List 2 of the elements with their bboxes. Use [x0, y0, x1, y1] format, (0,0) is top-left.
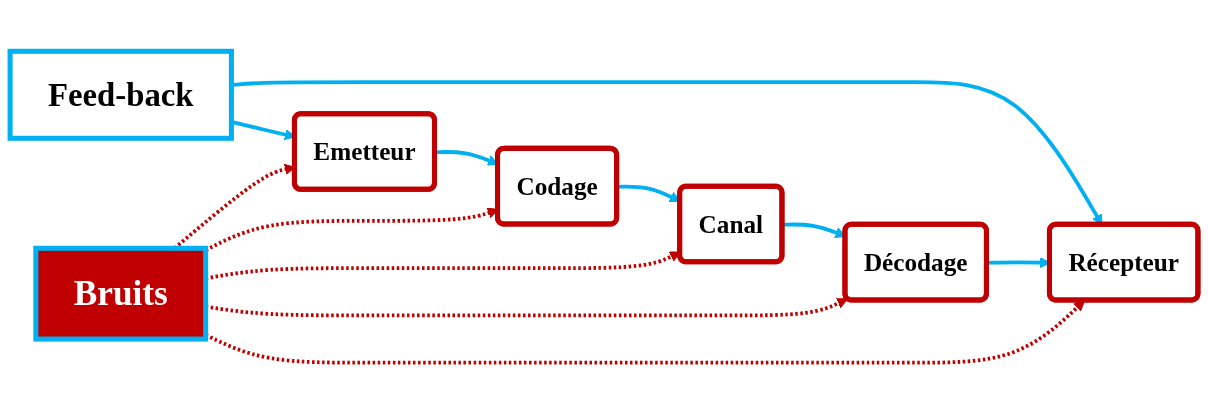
node-box: Bruits: [33, 245, 209, 342]
node-box: Feed-back: [7, 48, 234, 141]
